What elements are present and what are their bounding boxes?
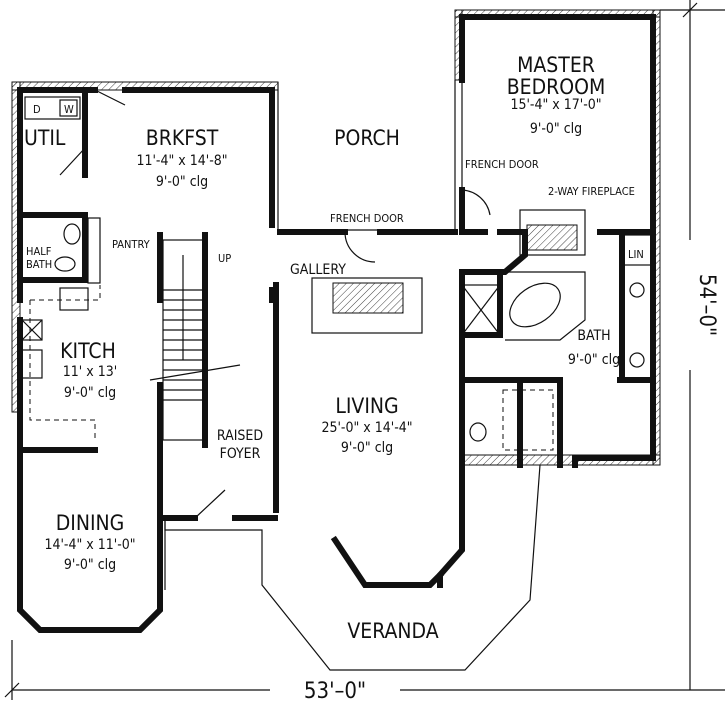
room-name: MASTER (517, 53, 595, 77)
room-veranda: VERANDA (347, 619, 438, 643)
stair-treads (149, 255, 241, 401)
room-size: 11'-4" x 14'-8" (136, 153, 227, 169)
fixtures (21, 80, 652, 671)
width-dimension: 53'–0" (304, 679, 366, 704)
dryer-label: D (33, 103, 41, 116)
room-name: LIVING (335, 394, 398, 418)
room-porch: PORCH (334, 126, 400, 150)
room-size: 15'-4" x 17'-0" (510, 97, 601, 113)
room-brkfst: BRKFST 11'-4" x 14'-8" 9'-0" clg (136, 126, 227, 190)
french-door-label: FRENCH DOOR (465, 158, 539, 171)
room-master-bedroom: MASTER BEDROOM 15'-4" x 17'-0" 9'-0" clg (507, 53, 606, 137)
room-raised-foyer: FOYER (220, 446, 261, 462)
room-half-bath: HALF (26, 245, 52, 258)
room-size: 25'-0" x 14'-4" (321, 420, 412, 436)
room-ceiling: 9'-0" clg (530, 121, 582, 137)
stairs-up-label: UP (218, 252, 231, 265)
room-size: 14'-4" x 11'-0" (44, 537, 135, 553)
washer-label: W (64, 103, 74, 116)
room-half-bath: BATH (26, 258, 52, 271)
dimension-lines (4, 0, 725, 700)
room-bath: BATH (577, 328, 610, 344)
room-kitch: KITCH 11' x 13' 9'-0" clg (60, 339, 117, 401)
room-util: UTIL (24, 126, 66, 150)
french-door-label: FRENCH DOOR (330, 212, 404, 225)
room-raised-foyer: RAISED (217, 428, 263, 444)
room-ceiling: 9'-0" clg (64, 385, 116, 401)
room-lin: LIN (628, 248, 644, 261)
walls (17, 14, 656, 633)
room-bath-ceiling: 9'-0" clg (568, 352, 620, 368)
room-name: DINING (56, 511, 125, 535)
depth-dimension: 54'–0" (694, 274, 719, 336)
room-gallery: GALLERY (290, 262, 346, 278)
pantry-label: PANTRY (112, 238, 151, 251)
room-ceiling: 9'-0" clg (64, 557, 116, 573)
room-dining: DINING 14'-4" x 11'-0" 9'-0" clg (44, 511, 135, 573)
room-ceiling: 9'-0" clg (341, 440, 393, 456)
room-name: KITCH (60, 339, 116, 363)
fireplace-label: 2-WAY FIREPLACE (548, 185, 635, 198)
room-ceiling: 9'-0" clg (156, 174, 208, 190)
room-size: 11' x 13' (63, 364, 117, 380)
room-name: BRKFST (146, 126, 219, 150)
room-name: BEDROOM (507, 75, 606, 99)
room-living: LIVING 25'-0" x 14'-4" 9'-0" clg (321, 394, 412, 456)
